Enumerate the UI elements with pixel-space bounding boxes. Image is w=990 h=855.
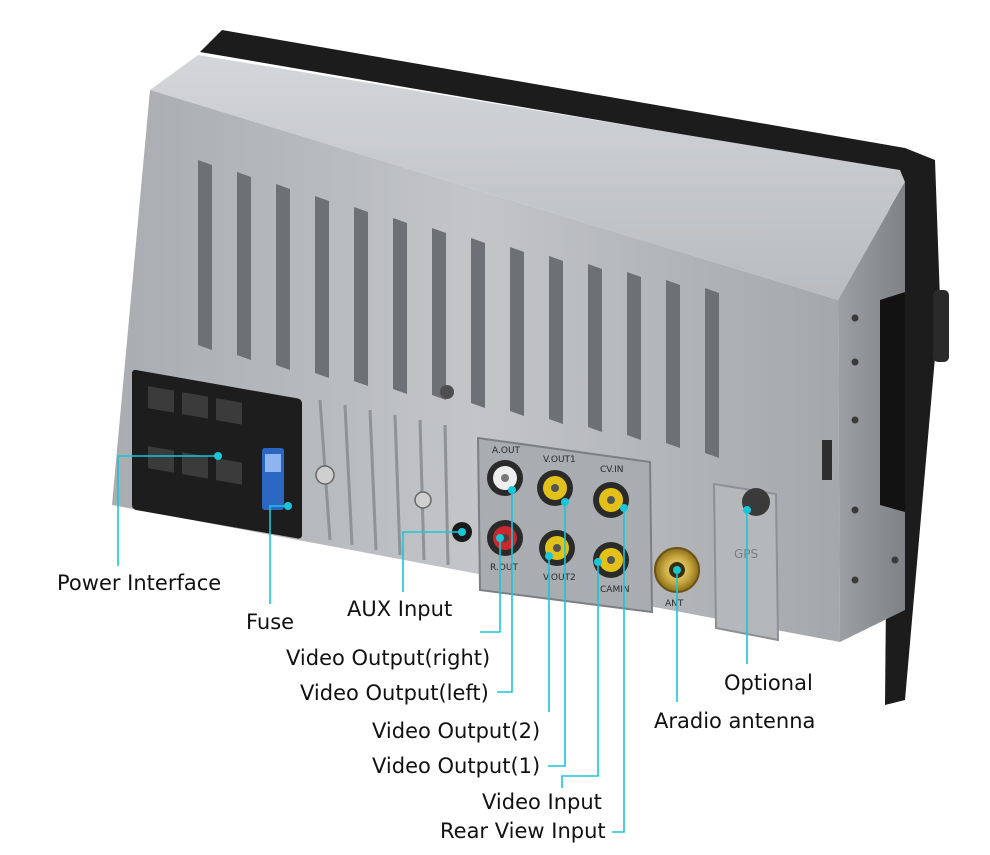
small-screw (414, 491, 432, 509)
rca-r-out (487, 520, 523, 556)
callout-labels: Power Interface Fuse AUX Input Video Out… (57, 571, 815, 843)
leader-video-input (561, 562, 599, 788)
label-aux-input: AUX Input (347, 597, 452, 621)
rca-cam-in (593, 542, 629, 578)
label-fuse: Fuse (246, 610, 294, 634)
leader-aux (402, 531, 462, 592)
dot-power (214, 452, 222, 460)
rca-v-out1 (537, 470, 573, 506)
fuse-cap (265, 454, 281, 472)
leader-power (117, 455, 218, 566)
label-aradio-antenna: Aradio antenna (654, 709, 815, 733)
top-panel (150, 55, 905, 300)
side-knob (933, 290, 949, 362)
port-label-cam-in: CAMIN (600, 585, 630, 595)
dot-vout-right (496, 534, 504, 542)
dot-antenna (673, 566, 681, 574)
port-label-cv-in: CV.IN (600, 465, 624, 475)
label-video-output-1: Video Output(1) (372, 754, 540, 778)
side-bracket (880, 292, 905, 512)
rca-a-out (487, 460, 523, 496)
label-rear-view-input: Rear View Input (440, 819, 606, 843)
leader-vout-left (497, 490, 513, 693)
label-video-output-2: Video Output(2) (372, 719, 540, 743)
label-video-output-left: Video Output(left) (300, 681, 489, 705)
rca-v-out2 (539, 530, 575, 566)
head-unit: A.OUT V.OUT1 CV.IN R.OUT V.OUT2 CAMIN AN… (112, 30, 949, 705)
leader-vout-right (480, 538, 501, 633)
leader-rear-view (612, 508, 625, 833)
heatsink-fins (198, 160, 719, 458)
side-screw-holes (851, 314, 899, 584)
dot-fuse (284, 502, 292, 510)
label-video-input: Video Input (482, 790, 602, 814)
leader-lines (117, 452, 751, 833)
side-panel (838, 182, 905, 642)
dot-optional (743, 506, 751, 514)
leader-fuse (269, 505, 288, 604)
label-video-output-right: Video Output(right) (286, 646, 490, 670)
dot-rear-view (620, 504, 628, 512)
dot-aux (458, 528, 466, 536)
ground-screw (315, 465, 335, 485)
port-label-ant: ANT (665, 599, 684, 609)
dot-vout-1 (561, 498, 569, 506)
port-label-v-out1: V.OUT1 (543, 455, 576, 465)
dot-video-input (594, 558, 602, 566)
side-slot (822, 440, 832, 480)
mount-hole (440, 385, 454, 399)
rca-cv-in (593, 482, 629, 518)
port-label-a-out: A.OUT (492, 446, 521, 456)
port-label-gps: GPS (734, 547, 758, 561)
dot-vout-2 (545, 552, 553, 560)
leader-vout-1 (548, 502, 566, 767)
dot-vout-left (508, 486, 516, 494)
port-label-v-out2: V.OUT2 (543, 573, 576, 583)
port-label-r-out: R.OUT (490, 563, 518, 573)
label-optional: Optional (724, 671, 813, 695)
label-power-interface: Power Interface (57, 571, 221, 595)
